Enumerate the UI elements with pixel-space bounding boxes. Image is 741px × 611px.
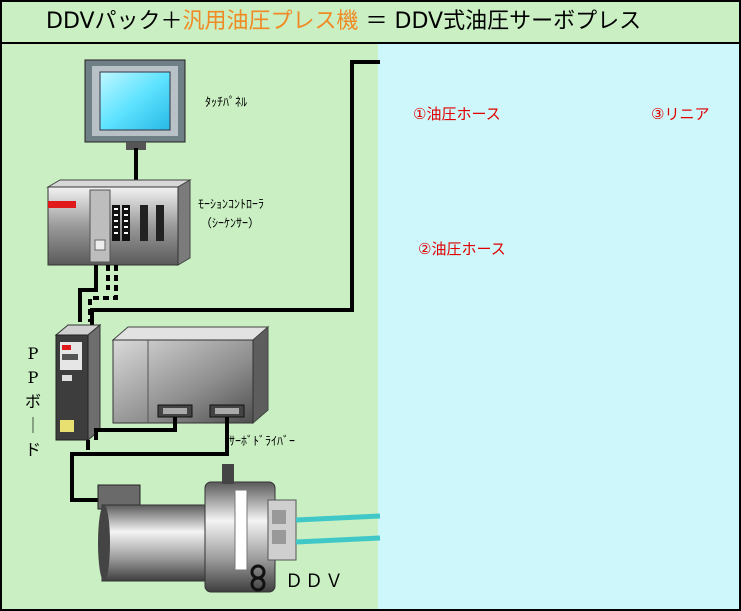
hose-1-label: ①油圧ホース xyxy=(413,105,501,123)
motion-controller-icon xyxy=(46,179,192,266)
ddv-pump-icon xyxy=(97,464,297,593)
motion-controller-label: ﾓｰｼｮﾝｺﾝﾄﾛｰﾗ xyxy=(198,197,265,211)
pp-board-icon xyxy=(54,323,102,442)
touch-panel-icon xyxy=(84,59,186,150)
pp-board-char: P xyxy=(27,368,39,387)
title-part-2: 汎用油圧プレス機 xyxy=(182,9,359,34)
press-machine-panel xyxy=(378,42,741,611)
title-part-1: DDVパック＋ xyxy=(46,9,183,34)
pp-board-char: ｜ xyxy=(24,416,41,435)
servo-driver-icon xyxy=(111,325,270,425)
pp-board-char: ボ xyxy=(24,392,41,411)
servo-driver-label: ｻｰﾎﾞﾄﾞﾗｲﾊﾞｰ xyxy=(229,434,296,448)
title-part-3: ＝ DDV式油圧サーボプレス xyxy=(358,9,642,34)
hydraulic-hoses xyxy=(295,513,381,545)
pp-board-char: ド xyxy=(24,440,41,459)
linear-label: ③リニア xyxy=(651,105,710,123)
diagram-title: DDVパック＋汎用油圧プレス機 ＝ DDV式油圧サーボプレス xyxy=(0,0,741,44)
hose-2-label: ②油圧ホース xyxy=(418,240,506,258)
touch-panel-label: ﾀｯﾁﾊﾟﾈﾙ xyxy=(205,95,248,109)
pp-board-char: P xyxy=(27,344,39,363)
pp-board-label: P P ボ ｜ ド xyxy=(24,342,42,462)
sequencer-label: （ｼｰｹﾝｻｰ） xyxy=(200,216,261,230)
ddv-label: ＤＤＶ xyxy=(285,571,345,592)
